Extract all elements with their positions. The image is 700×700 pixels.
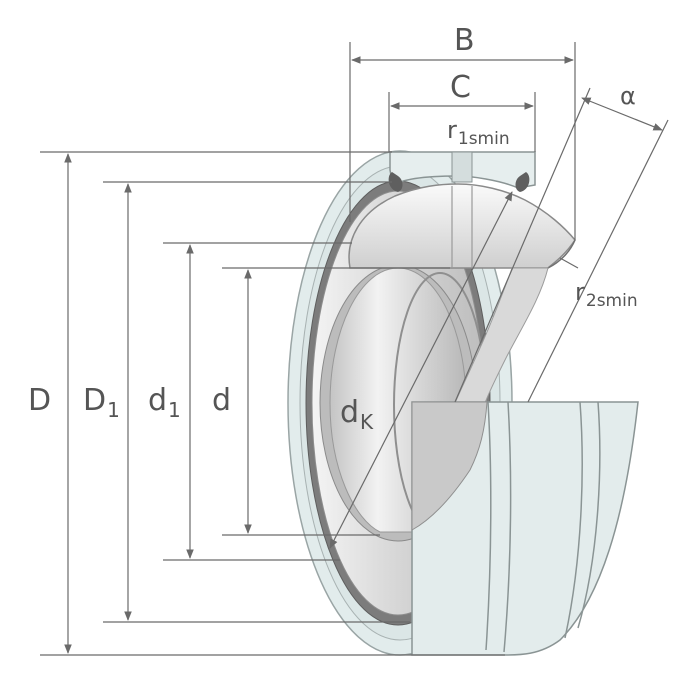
label-D-text: D	[28, 383, 52, 418]
label-C: C	[450, 73, 471, 103]
label-r1smin: r1smin	[447, 118, 510, 148]
dim-dK	[329, 191, 513, 549]
r2-corner	[547, 239, 576, 269]
label-D1: D1	[83, 383, 120, 422]
label-d: d	[212, 386, 231, 416]
seal-lip-left	[388, 172, 403, 192]
label-d-text: d	[212, 383, 232, 418]
bottom-section	[411, 401, 639, 656]
label-r2smin: r2smin	[575, 280, 638, 310]
dim-alpha	[581, 97, 663, 131]
seal-lip-right	[515, 172, 530, 192]
alpha-line-2	[527, 119, 669, 403]
label-d1-main: d	[148, 383, 168, 418]
outer-ring-split	[451, 151, 473, 183]
label-alpha-text: α	[620, 82, 636, 110]
label-d1: d1	[148, 383, 181, 422]
outer-ring-groove-3	[564, 401, 583, 639]
label-alpha: α	[620, 84, 636, 108]
label-B: B	[454, 26, 475, 56]
label-D1-main: D	[83, 383, 107, 418]
label-B-text: B	[454, 23, 475, 58]
label-d1-sub: 1	[168, 398, 181, 422]
label-r2-main: r	[575, 278, 585, 306]
label-r1-main: r	[447, 116, 457, 144]
label-D1-sub: 1	[107, 398, 120, 422]
dimension-lines	[40, 42, 669, 656]
label-dK-main: d	[340, 395, 360, 430]
outer-ring-groove-4	[577, 401, 601, 629]
r2-leader	[559, 257, 579, 269]
label-dK: dK	[340, 395, 374, 434]
label-C-text: C	[450, 70, 471, 105]
label-D: D	[28, 386, 51, 416]
label-r1-sub: 1smin	[457, 128, 510, 149]
label-dK-sub: K	[360, 410, 374, 434]
label-r2-sub: 2smin	[585, 290, 638, 311]
